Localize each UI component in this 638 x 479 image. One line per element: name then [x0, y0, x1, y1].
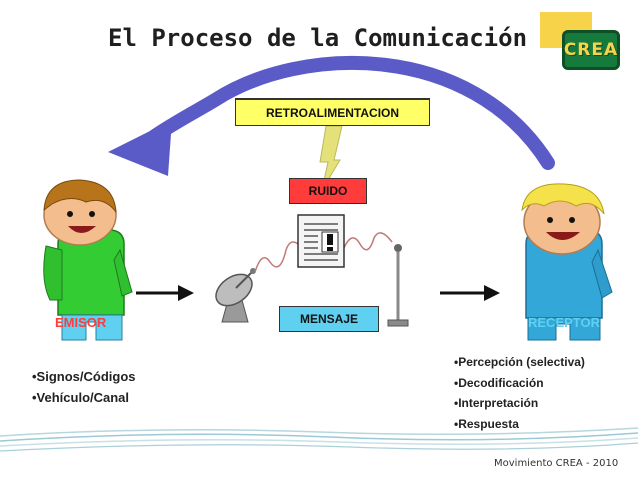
noise-box: RUIDO: [289, 178, 367, 204]
sender-label: EMISOR: [55, 315, 107, 330]
footer-credit: Movimiento CREA - 2010: [494, 458, 619, 469]
logo-text: CREA: [563, 40, 619, 60]
noise-wave: [343, 232, 393, 251]
arrow-message-to-receiver: [440, 285, 500, 301]
sender-figure: [43, 179, 133, 341]
message-box: MENSAJE: [279, 306, 379, 332]
receiver-label: RECEPTOR: [528, 315, 600, 330]
list-item: •Vehículo/Canal: [32, 390, 130, 405]
lightning-bolt: [319, 125, 343, 191]
list-item: •Interpretación: [454, 396, 539, 410]
feedback-box: RETROALIMENTACION: [235, 98, 430, 126]
receiver-figure: [521, 183, 613, 341]
feedback-arrow-icon: [108, 55, 555, 176]
page-title: El Proceso de la Comunicación: [108, 24, 528, 52]
document-alert-icon: [297, 214, 345, 268]
list-item: •Signos/Códigos: [32, 369, 136, 384]
noise-wave: [254, 241, 299, 273]
logo-badge: CREA: [562, 30, 620, 70]
sender-items: •Signos/Códigos •Vehículo/Canal: [32, 366, 136, 408]
list-item: •Respuesta: [454, 416, 519, 431]
arrow-sender-to-message: [136, 285, 194, 301]
list-item: •Percepción (selectiva): [454, 355, 585, 369]
receiver-items: •Percepción (selectiva) •Decodificación …: [454, 352, 585, 434]
decorative-waves: [0, 427, 638, 452]
list-item: •Decodificación: [454, 375, 544, 390]
satellite-dish-icon: [215, 268, 256, 323]
crea-logo: CREA: [540, 12, 624, 72]
antenna-icon: [387, 244, 409, 327]
